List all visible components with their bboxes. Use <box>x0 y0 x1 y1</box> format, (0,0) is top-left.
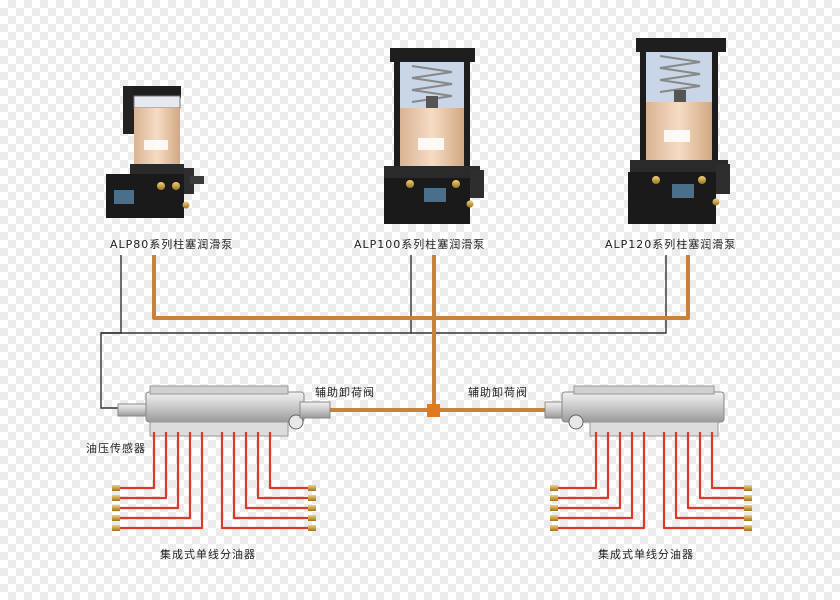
pump-label-alp120: ALP120系列柱塞润滑泵 <box>605 238 737 251</box>
distributor-right-fittings <box>550 485 752 531</box>
pipe-tee-junction <box>427 404 440 417</box>
sensor-label: 油压传感器 <box>86 442 146 455</box>
pump-alp100 <box>384 48 484 224</box>
distributor-right <box>544 385 725 437</box>
distributor-right-outlets <box>556 432 746 530</box>
valve-label-right: 辅助卸荷阀 <box>468 386 528 399</box>
distributor-left <box>117 385 331 437</box>
distributor-left-outlets <box>118 432 310 530</box>
pump-alp120 <box>628 38 730 224</box>
distributor-left-fittings <box>112 485 316 531</box>
signal-lines <box>100 255 667 409</box>
pump-alp80 <box>106 86 204 218</box>
distributor-label-right: 集成式单线分油器 <box>598 548 694 561</box>
pump-label-alp100: ALP100系列柱塞润滑泵 <box>354 238 486 251</box>
valve-label-left: 辅助卸荷阀 <box>315 386 375 399</box>
distributor-label-left: 集成式单线分油器 <box>160 548 256 561</box>
pump-label-alp80: ALP80系列柱塞润滑泵 <box>110 238 234 251</box>
